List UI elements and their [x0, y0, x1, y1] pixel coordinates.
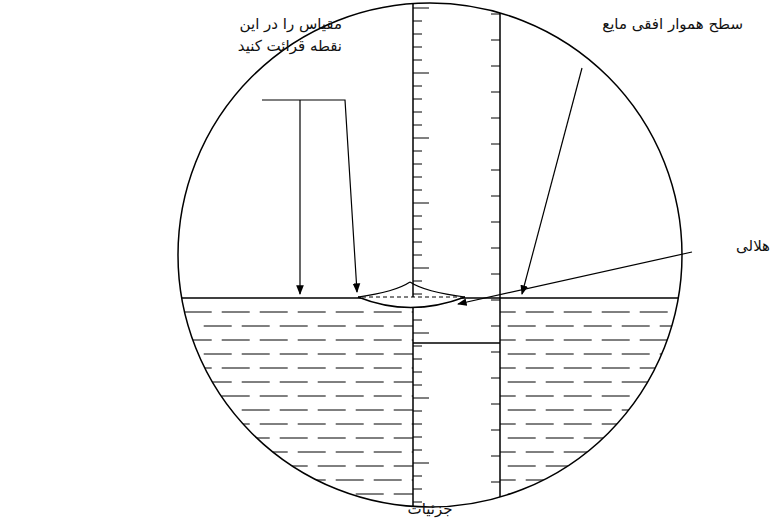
- stroke: [491, 274, 500, 275]
- stroke: [491, 92, 500, 93]
- stroke: [413, 463, 429, 464]
- stroke: [413, 190, 422, 191]
- stroke: [413, 359, 422, 360]
- stroke: [413, 398, 429, 399]
- stroke: [413, 47, 422, 48]
- stroke: [491, 508, 500, 509]
- meniscus: [358, 297, 465, 308]
- stroke: [413, 73, 429, 74]
- stroke: [413, 450, 422, 451]
- magnified-view: [178, 0, 683, 525]
- stroke: [413, 99, 422, 100]
- stroke: [413, 164, 422, 165]
- scale-mark: [413, 342, 500, 344]
- stroke: [491, 66, 500, 67]
- stroke: [413, 255, 422, 256]
- stroke: [413, 476, 422, 477]
- reading-line: [362, 297, 462, 298]
- stroke: [413, 177, 422, 178]
- stroke: [491, 404, 500, 405]
- stroke: [491, 118, 500, 119]
- stroke: [491, 430, 500, 431]
- stroke: [413, 60, 422, 61]
- stroke: [413, 346, 422, 347]
- stroke: [413, 489, 422, 490]
- scale-ticks: [413, 8, 500, 515]
- stroke: [413, 333, 429, 334]
- stroke: [413, 112, 422, 113]
- stroke: [413, 138, 429, 139]
- stroke: [491, 144, 500, 145]
- hydrometer-stem: [413, 0, 500, 525]
- stroke: [491, 170, 500, 171]
- stroke: [491, 326, 500, 327]
- stroke: [491, 352, 500, 353]
- stroke: [413, 294, 422, 295]
- stroke: [413, 229, 422, 230]
- callout-label: هلالی: [700, 236, 770, 258]
- leader-line: [458, 252, 692, 304]
- stroke: [413, 216, 422, 217]
- stroke: [491, 456, 500, 457]
- stroke: [491, 378, 500, 379]
- stroke: [413, 385, 422, 386]
- stroke: [413, 203, 429, 204]
- leader-line: [299, 100, 300, 294]
- callout-label: سطح هموار افقی مایع: [588, 14, 743, 36]
- stroke: [413, 34, 422, 35]
- stroke: [491, 196, 500, 197]
- stroke: [491, 14, 500, 15]
- stroke: [491, 482, 500, 483]
- stroke: [413, 437, 422, 438]
- stroke: [491, 300, 500, 301]
- leader-line: [522, 68, 582, 294]
- leader-line: [262, 100, 357, 292]
- stroke: [413, 424, 422, 425]
- stroke: [413, 21, 422, 22]
- stroke: [413, 151, 422, 152]
- stroke: [413, 372, 422, 373]
- callout-label: مقیاس را در این نقطه قرائت کنید: [232, 14, 342, 58]
- stroke: [413, 411, 422, 412]
- meniscus-edge: [358, 282, 465, 297]
- stroke: [413, 8, 429, 9]
- stroke: [413, 320, 422, 321]
- stroke: [413, 125, 422, 126]
- stroke: [413, 86, 422, 87]
- stroke: [491, 222, 500, 223]
- stroke: [413, 268, 429, 269]
- stroke: [491, 248, 500, 249]
- stroke: [491, 40, 500, 41]
- stroke: [413, 281, 422, 282]
- caption-label: جزئیات: [380, 499, 480, 521]
- view-circle: [178, 3, 682, 507]
- stroke: [413, 242, 422, 243]
